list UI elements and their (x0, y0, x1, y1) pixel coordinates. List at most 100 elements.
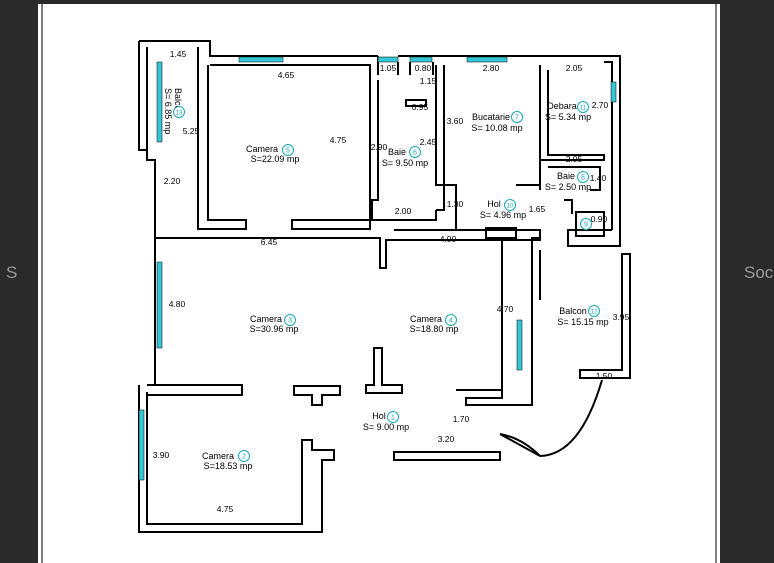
room-number: 13 (176, 111, 183, 117)
wall-segment (539, 250, 631, 379)
room-number-badge (580, 218, 592, 230)
room-number-badge (511, 111, 523, 123)
room-name: Camera (246, 144, 278, 154)
dimension-label: 4.75 (217, 504, 234, 514)
room-name: Debara (547, 101, 577, 111)
wall-segment (293, 385, 341, 406)
room-number-badge (284, 314, 296, 326)
room-number-badge (577, 171, 589, 183)
wall-segment (146, 384, 243, 396)
room-name: Balcon (173, 88, 183, 116)
dimension-label: 1.65 (529, 204, 546, 214)
wall-segment (210, 64, 371, 220)
room-name: Hol (487, 199, 501, 209)
wall-segment (138, 41, 147, 151)
window (466, 56, 508, 63)
dimension-label: 1.15 (420, 76, 437, 86)
dimension-label: 2.20 (164, 176, 181, 186)
room-name: Balcon (559, 306, 587, 316)
dimension-label: 1.45 (170, 49, 187, 59)
window (238, 56, 284, 63)
wall-segment (138, 385, 335, 533)
room-area: S= 15.15 mp (557, 317, 608, 327)
room-number-badge (577, 101, 589, 113)
window (156, 261, 163, 349)
room-number-badge (504, 199, 516, 211)
dimension-label: 1.30 (447, 199, 464, 209)
dimension-label: 2.45 (420, 137, 437, 147)
room-area: S= 2.50 mp (545, 182, 591, 192)
dimension-label: 3.60 (447, 116, 464, 126)
room-number: 8 (581, 175, 585, 182)
room-area: S= 6.85 mp (163, 88, 173, 134)
wall-segment (139, 40, 378, 57)
room-name: Bucatarie (472, 112, 510, 122)
room-number: 7 (515, 115, 519, 122)
room-area: S=30.96 mp (250, 324, 299, 334)
room-number-badge (409, 146, 421, 158)
dimension-label: 1.05 (380, 63, 397, 73)
dimension-label: 2.05 (566, 63, 583, 73)
room-name: Baie (557, 171, 575, 181)
door-swing (499, 433, 541, 457)
door-leaf (499, 433, 541, 457)
dimension-label: 3.20 (438, 434, 455, 444)
dimension-label: 0.80 (415, 63, 432, 73)
dimension-label: 3.95 (613, 312, 630, 322)
room-area: S= 4.96 mp (480, 210, 526, 220)
room-label: 9 (580, 218, 592, 230)
dimension-label: 2.05 (566, 154, 583, 164)
wall-segment (371, 65, 445, 221)
room-number-badge (588, 305, 600, 317)
dimension-label: 0.95 (412, 102, 429, 112)
window (516, 319, 523, 371)
walls (138, 40, 631, 533)
dimension-label: 4.70 (497, 304, 514, 314)
windows (138, 56, 617, 481)
room-number: 2 (242, 454, 246, 461)
window (377, 56, 399, 63)
room-number: 5 (286, 148, 290, 155)
room-name: Camera (250, 314, 282, 324)
wall-segment (575, 211, 605, 237)
room-number-badge (173, 106, 185, 118)
room-number-badge (387, 411, 399, 423)
wall-segment (197, 47, 247, 230)
wall-segment (465, 237, 540, 406)
room-area: S= 9.00 mp (363, 422, 409, 432)
wall-segment (365, 347, 403, 394)
wall-segment (539, 65, 605, 161)
room-area: S=22.09 mp (251, 154, 300, 164)
wall-segment (146, 47, 156, 385)
dimension-label: 6.45 (261, 237, 278, 247)
wall-segment (604, 61, 613, 230)
room-number-badge (282, 144, 294, 156)
wall-segment (405, 99, 427, 107)
room-number: 3 (288, 318, 292, 325)
room-area: S= 9.50 mp (382, 158, 428, 168)
room-number: 9 (584, 222, 588, 229)
room-number-badge (445, 314, 457, 326)
dimension-label: 1.40 (590, 173, 607, 183)
dimension-label: 0.90 (591, 214, 608, 224)
dimension-label: 4.65 (278, 70, 295, 80)
dimension-label: 4.80 (169, 299, 186, 309)
dimension-label: 4.00 (440, 234, 457, 244)
wall-segment (485, 227, 517, 239)
wall-segment (435, 65, 457, 230)
dimension-label: 3.90 (153, 450, 170, 460)
room-name: Baie (388, 147, 406, 157)
window (138, 409, 145, 481)
room-number-badge (238, 450, 250, 462)
room-name: Camera (410, 314, 442, 324)
wall-segment (291, 219, 371, 230)
room-area: S=18.53 mp (204, 461, 253, 471)
